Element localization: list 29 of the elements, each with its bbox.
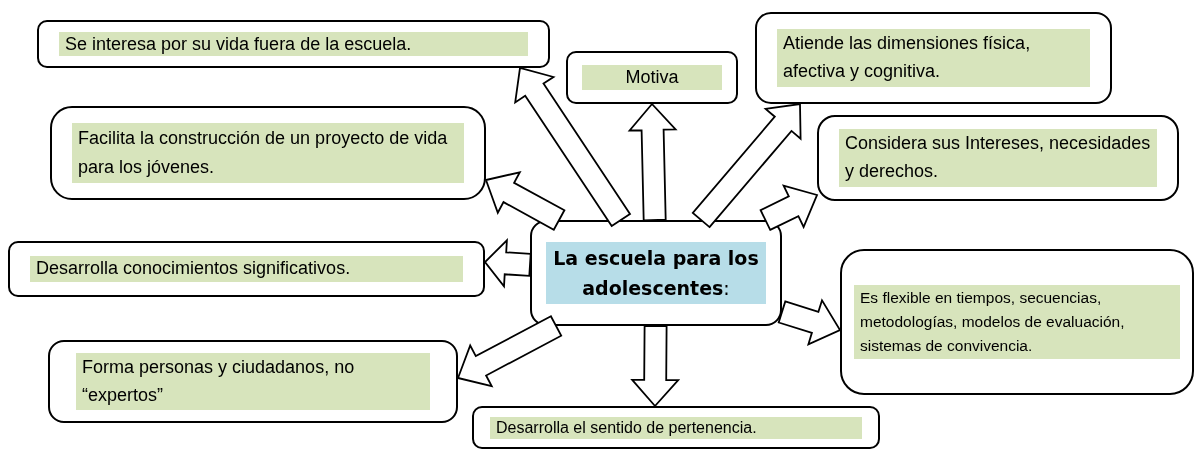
highlighted-text: Facilita la construcción de un proyecto de vida para los jóvenes. bbox=[72, 123, 464, 183]
block-arrow bbox=[759, 184, 819, 232]
highlighted-text: Motiva bbox=[582, 64, 722, 91]
highlighted-text: Se interesa por su vida fuera de la escuela. bbox=[59, 31, 528, 57]
block-arrow bbox=[691, 102, 802, 229]
block-arrow bbox=[777, 298, 842, 346]
rounded-box bbox=[50, 106, 486, 200]
block-arrow bbox=[514, 66, 632, 228]
rounded-box bbox=[37, 20, 550, 68]
rounded-box bbox=[472, 406, 880, 449]
block-arrow bbox=[630, 325, 681, 408]
block-arrow bbox=[627, 102, 678, 222]
rounded-box bbox=[755, 12, 1112, 104]
rounded-box bbox=[8, 241, 485, 297]
rounded-box bbox=[48, 340, 458, 423]
block-arrow bbox=[456, 315, 563, 388]
highlighted-text: Atiende las dimensiones física, afectiva y cognitiva. bbox=[777, 29, 1090, 87]
highlighted-text: Desarrolla el sentido de pertenencia. bbox=[490, 416, 862, 439]
highlighted-text: Considera sus Intereses, necesidades y derechos. bbox=[839, 129, 1157, 187]
rounded-box bbox=[530, 220, 782, 326]
rounded-box bbox=[566, 51, 738, 104]
highlighted-text: La escuela para los adolescentes: bbox=[546, 241, 766, 305]
block-arrow bbox=[483, 238, 532, 289]
rounded-box bbox=[817, 115, 1179, 201]
highlighted-text: Forma personas y ciudadanos, no “expertos” bbox=[76, 352, 430, 411]
highlighted-text: Es flexible en tiempos, secuencias, metodologías, modelos de evaluación, sistemas de convivencia. bbox=[854, 284, 1180, 359]
rounded-box bbox=[840, 249, 1194, 395]
highlighted-text: Desarrolla conocimientos significativos. bbox=[30, 256, 463, 282]
block-arrow bbox=[484, 171, 566, 231]
